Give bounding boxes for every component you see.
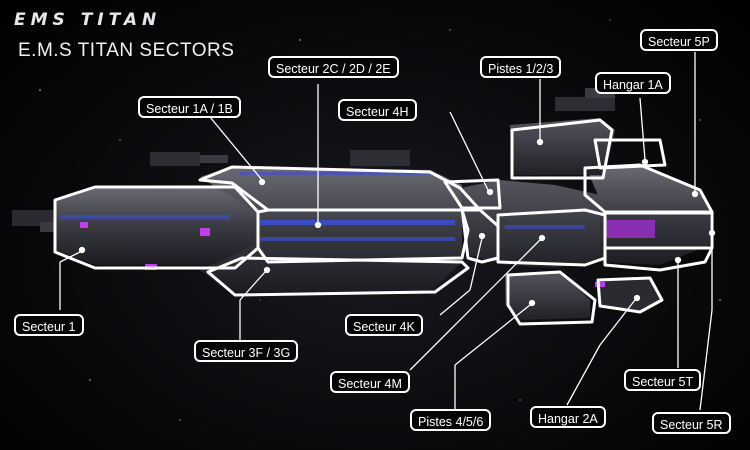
starfield <box>39 19 721 421</box>
label-pistes-456: Pistes 4/5/6 <box>410 409 492 431</box>
page-title: E.M.S TITAN SECTORS <box>18 40 235 61</box>
label-secteur-3f: Secteur 3F / 3G <box>194 340 299 362</box>
label-secteur-1: Secteur 1 <box>14 314 84 336</box>
label-secteur-1a: Secteur 1A / 1B <box>138 96 241 118</box>
label-hangar-1a: Hangar 1A <box>595 72 671 94</box>
label-secteur-4h: Secteur 4H <box>338 99 417 121</box>
leader-lines <box>59 52 716 411</box>
label-hangar-2a: Hangar 2A <box>530 406 606 428</box>
label-secteur-5r: Secteur 5R <box>652 412 731 434</box>
label-pistes-123: Pistes 1/2/3 <box>480 56 562 78</box>
label-secteur-4m: Secteur 4M <box>330 371 410 393</box>
label-secteur-4k: Secteur 4K <box>345 314 423 336</box>
label-secteur-5p: Secteur 5P <box>640 29 718 51</box>
label-secteur-5t: Secteur 5T <box>624 369 702 391</box>
label-secteur-2c: Secteur 2C / 2D / 2E <box>268 56 399 78</box>
logo-text: EMS TITAN <box>14 10 162 30</box>
